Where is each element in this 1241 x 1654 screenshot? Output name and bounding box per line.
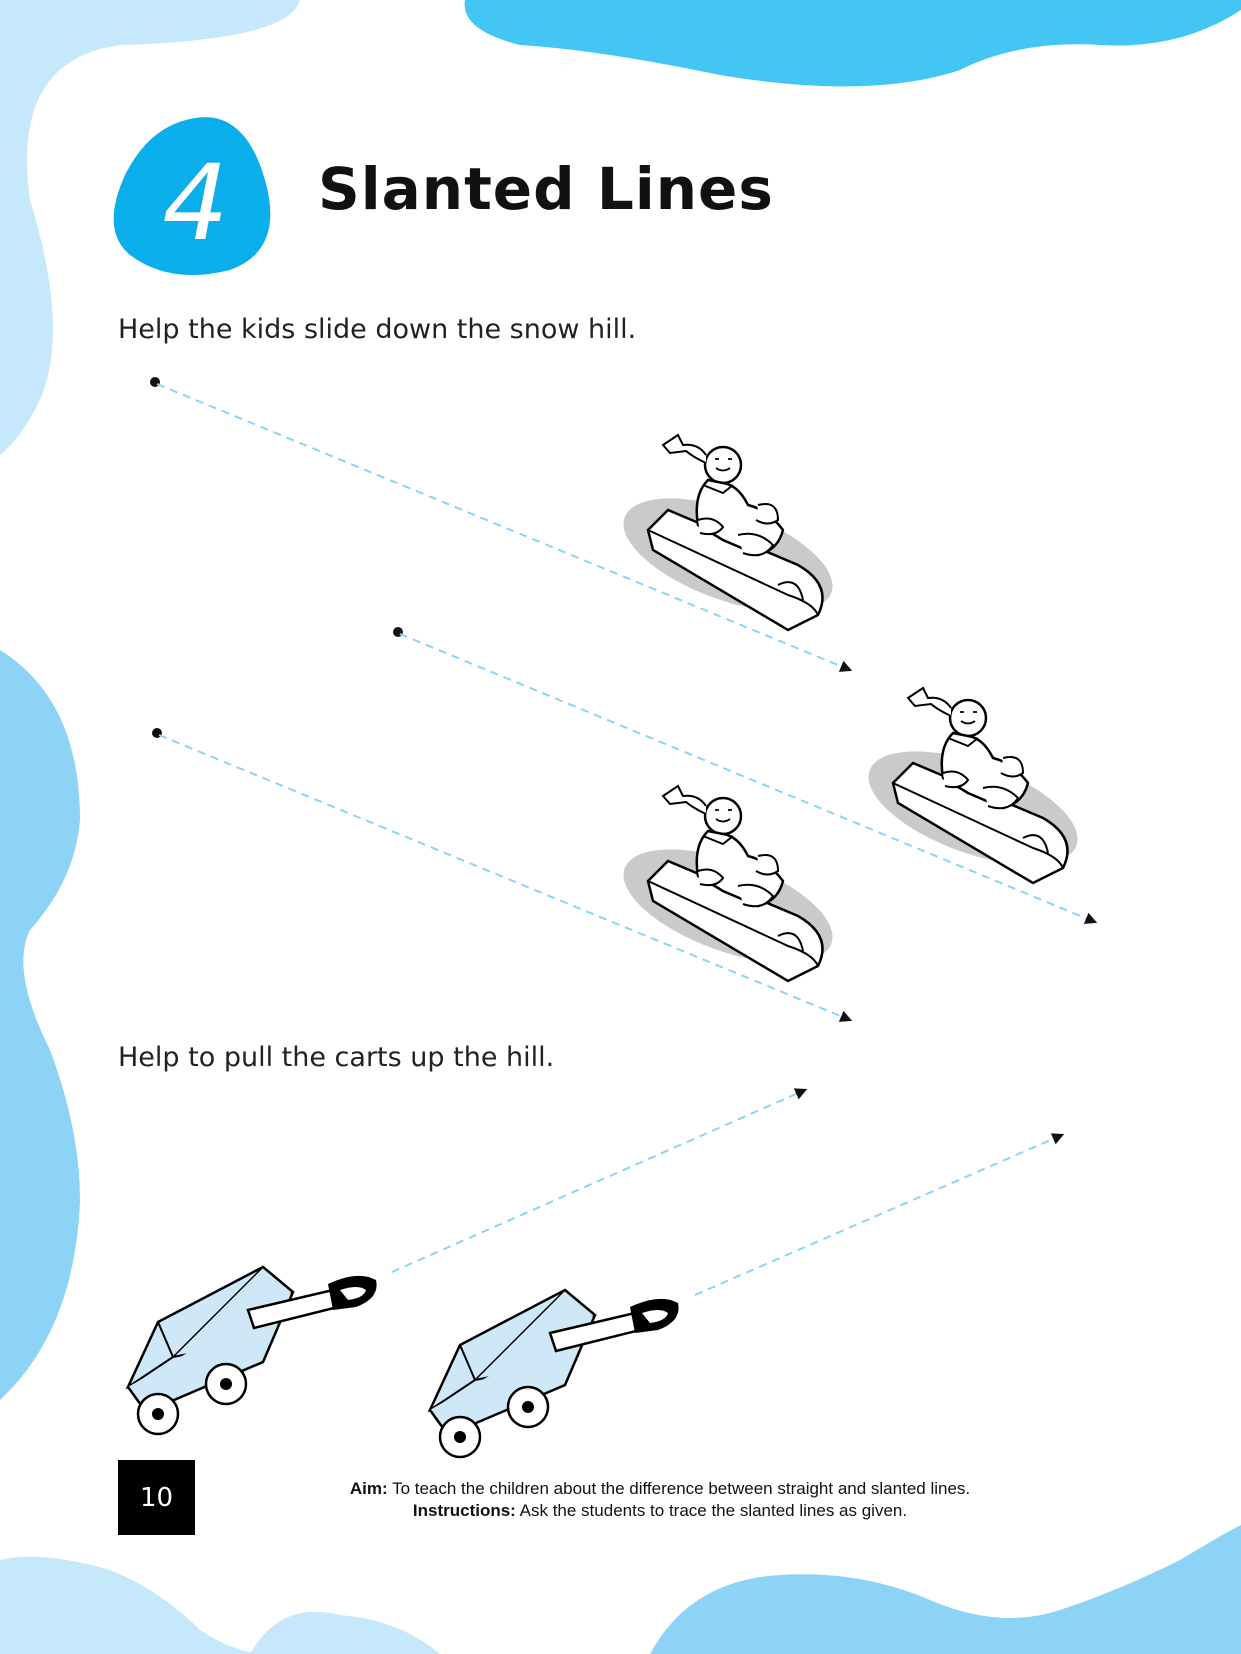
aim-label: Aim: (349, 1479, 388, 1498)
bg-blob-top-right (464, 0, 1241, 87)
sled-trace-line-1 (150, 377, 853, 672)
cart-trace-line-2 (694, 1133, 1065, 1296)
number-badge (113, 117, 271, 275)
sled-trace-line-3 (152, 728, 853, 1022)
bg-blob-bottom-right (650, 1525, 1241, 1654)
section-1-instruction: Help the kids slide down the snow hill. (118, 314, 637, 345)
sled-kid-illustration-3 (607, 784, 849, 988)
instructions-line: Instructions: Ask the students to trace … (300, 1500, 1020, 1522)
bg-blob-bottom-left (0, 1556, 260, 1654)
page-title: Slanted Lines (318, 155, 774, 223)
sled-trace-line-2 (393, 627, 1098, 924)
page-number: 10 (118, 1460, 195, 1535)
aim-line: Aim: To teach the children about the dif… (300, 1478, 1020, 1500)
activity-number: 4 (162, 142, 229, 264)
cart-trace-line-1 (391, 1088, 808, 1273)
section-2-instruction: Help to pull the carts up the hill. (118, 1042, 555, 1073)
instructions-label: Instructions: (412, 1501, 516, 1520)
bg-blob-top-left (0, 0, 300, 455)
bg-blob-left (0, 650, 80, 1400)
cart-illustration-1 (126, 1265, 378, 1436)
bg-blob-bottom-mid (250, 1611, 440, 1654)
cart-illustration-2 (428, 1288, 680, 1459)
footer-notes: Aim: To teach the children about the dif… (300, 1478, 1020, 1522)
sled-kid-illustration-2 (852, 686, 1094, 890)
instructions-text: Ask the students to trace the slanted li… (519, 1501, 908, 1520)
aim-text: To teach the children about the differen… (392, 1479, 971, 1498)
sled-kid-illustration-1 (607, 433, 849, 637)
